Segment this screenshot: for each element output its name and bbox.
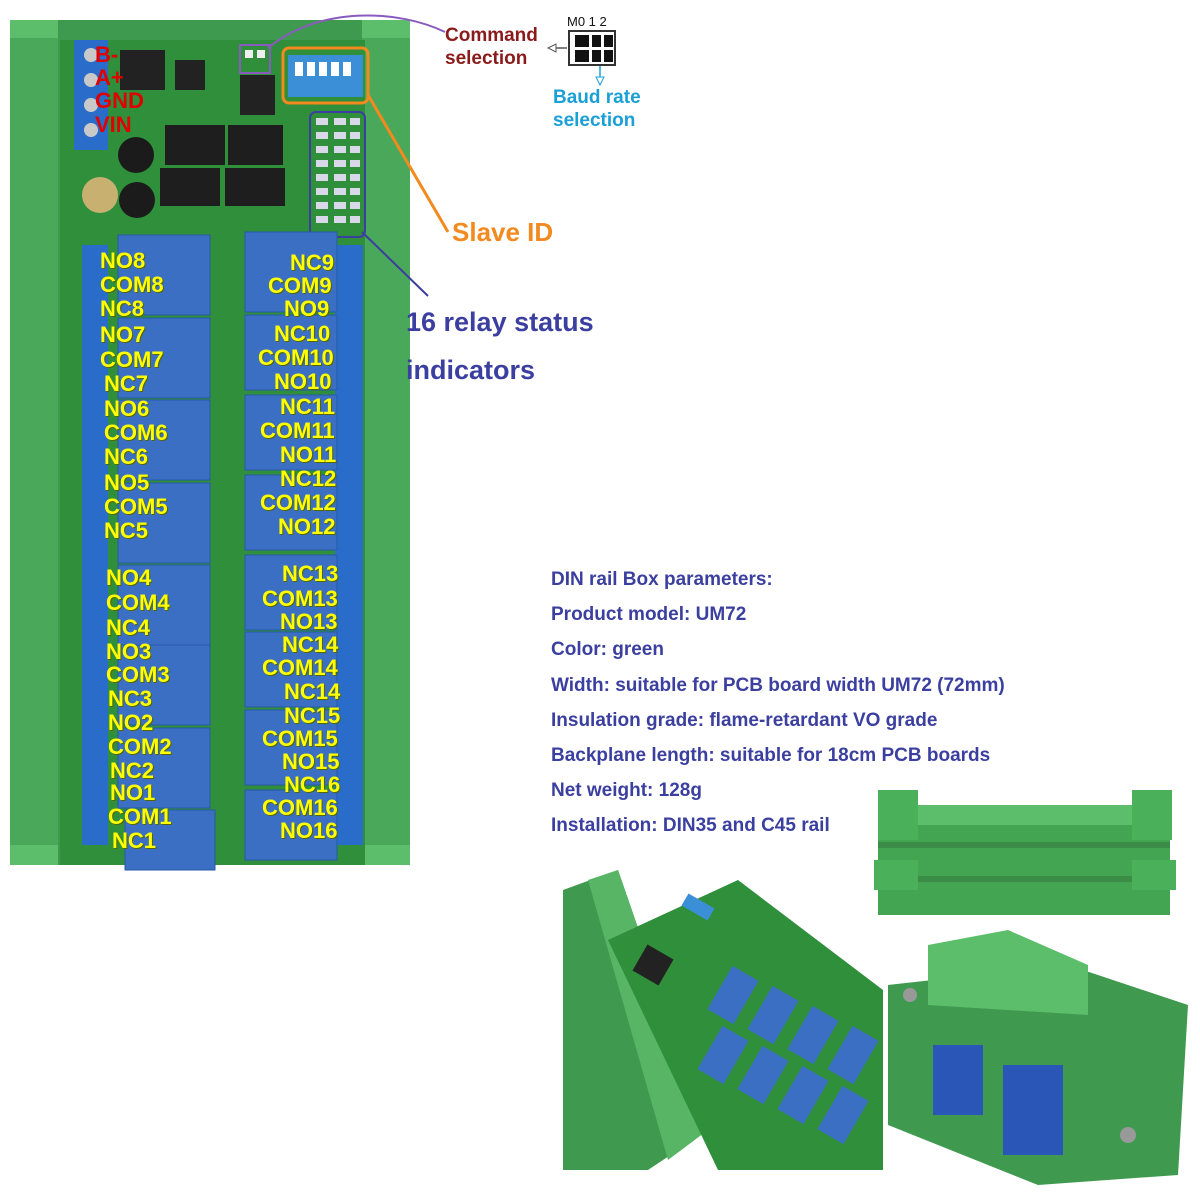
relay-terminal-label: COM7 (100, 347, 164, 372)
relay-terminal-label: NC14 (284, 679, 341, 704)
relay-terminal-label: COM15 (262, 726, 338, 751)
relay-terminal-label: NC6 (104, 444, 149, 469)
relay-terminal-label: COM2 (108, 734, 172, 759)
relay-terminal-label: NC2 (110, 758, 155, 783)
relay-terminal-label: COM10 (258, 345, 334, 370)
relay-terminal-label: NO16 (280, 818, 338, 843)
terminal-label: GND (95, 88, 144, 113)
relay-terminal-label: NC3 (108, 686, 153, 711)
relay-terminal-label: NO7 (100, 322, 146, 347)
parameter-line: Color: green (551, 639, 664, 661)
relay-terminal-label: COM13 (262, 586, 338, 611)
angled-board-photo (563, 870, 883, 1170)
relay-terminal-label: NC15 (284, 703, 341, 728)
end-view-photo (888, 930, 1188, 1185)
relay-terminal-label: NO8 (100, 248, 146, 273)
relay-terminal-label: NO10 (274, 369, 332, 394)
command-selection-label: Command selection (445, 25, 538, 69)
parameter-line: Width: suitable for PCB board width UM72… (551, 674, 1005, 696)
relay-status-indicators-label: 16 relay status indicators (406, 307, 594, 385)
relay-terminal-label: NC11 (280, 394, 336, 419)
relay-terminal-label: NC13 (282, 561, 339, 586)
parameter-line: Net weight: 128g (551, 780, 702, 802)
parameter-line: Installation: DIN35 and C45 rail (551, 815, 830, 837)
relay-terminal-label: NC12 (280, 466, 337, 491)
relay-terminal-label: NC7 (104, 371, 149, 396)
relay-terminal-label: NO4 (106, 565, 152, 590)
relay-terminal-label: NO6 (104, 396, 150, 421)
terminal-label: A+ (95, 65, 124, 90)
relay-terminal-label: NC10 (274, 321, 331, 346)
relay-terminal-label: NO15 (282, 749, 340, 774)
relay-terminal-label: COM16 (262, 795, 338, 820)
relay-terminal-label: NO5 (104, 470, 150, 495)
relay-terminal-label: NO2 (108, 710, 154, 735)
parameter-line: Backplane length: suitable for 18cm PCB … (551, 745, 991, 767)
din-rail-parameters: DIN rail Box parameters: Product model: … (551, 562, 1005, 844)
relay-terminal-label: COM11 (260, 418, 335, 443)
relay-terminal-label: COM8 (100, 272, 164, 297)
parameter-line: Insulation grade: flame-retardant VO gra… (551, 709, 938, 731)
baud-rate-selection-label: Baud rate selection (553, 87, 641, 131)
parameter-line: Product model: UM72 (551, 604, 747, 626)
relay-terminal-label: NC9 (290, 250, 335, 275)
relay-terminal-label: NC14 (282, 632, 339, 657)
slave-id-label: Slave ID (452, 217, 554, 247)
relay-terminal-label: NO12 (278, 514, 336, 539)
relay-terminal-label: COM3 (106, 662, 170, 687)
terminal-label: B- (95, 42, 119, 67)
board-photo (10, 20, 410, 871)
relay-terminal-label: NC5 (104, 518, 149, 543)
relay-terminal-label: COM1 (108, 804, 172, 829)
relay-terminal-label: NC4 (106, 615, 151, 640)
din-rail-side-view (874, 790, 1176, 915)
relay-terminal-label: COM9 (268, 273, 332, 298)
jumper-header-label: M0 1 2 (567, 14, 607, 29)
relay-terminal-label: COM12 (260, 490, 336, 515)
relay-terminal-label: NC1 (112, 828, 157, 853)
relay-terminal-label: COM4 (106, 590, 170, 615)
parameters-heading: DIN rail Box parameters: (551, 569, 773, 590)
relay-terminal-label: NO13 (280, 609, 338, 634)
relay-terminal-label: COM14 (262, 655, 338, 680)
relay-terminal-label: NO3 (106, 639, 152, 664)
relay-terminal-label: COM6 (104, 420, 168, 445)
relay-terminal-label: COM5 (104, 494, 168, 519)
relay-terminal-label: NO11 (280, 442, 337, 467)
relay-terminal-label: NC16 (284, 772, 341, 797)
terminal-label: VIN (95, 112, 132, 137)
relay-terminal-label: NO9 (284, 296, 330, 321)
relay-terminal-label: NO1 (110, 780, 156, 805)
relay-terminal-label: NC8 (100, 296, 145, 321)
